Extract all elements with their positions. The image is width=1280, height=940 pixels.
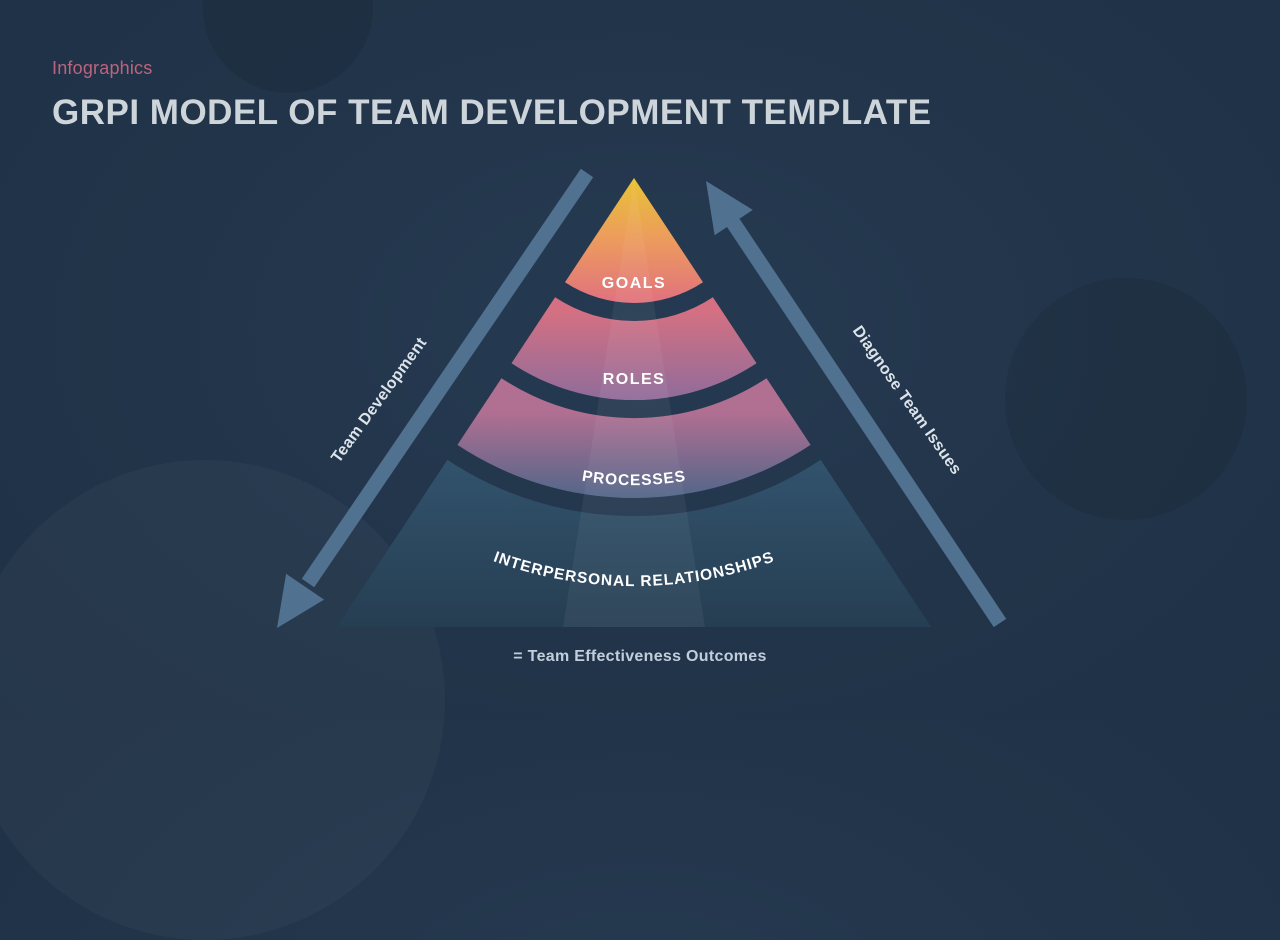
slide-canvas: { "slide": { "eyebrow": "Infographics", … (0, 0, 1280, 720)
arrow-left-head-icon (277, 573, 325, 628)
arrow-left-shaft (301, 168, 594, 588)
arrow-left (277, 168, 594, 628)
arrow-right-head-icon (706, 181, 753, 236)
page-title: GRPI MODEL OF TEAM DEVELOPMENT TEMPLATE (52, 93, 932, 132)
segment-interpersonal-relationships (336, 459, 932, 627)
segment-processes (457, 378, 811, 499)
segment-label-goals: GOALS (602, 275, 666, 292)
arrow-left-label: Team Development (328, 334, 430, 466)
segment-goals (565, 178, 703, 303)
segment-label-processes: PROCESSES (581, 468, 686, 489)
eyebrow-label: Infographics (52, 58, 153, 78)
grpi-pyramid-diagram: GOALS ROLES PROCESSES INTERPERSONAL RELA… (277, 168, 1007, 628)
arrow-right (706, 181, 1007, 628)
arrow-right-shaft (721, 210, 1007, 628)
slide-header: Infographics GRPI MODEL OF TEAM DEVELOPM… (52, 58, 932, 133)
segment-label-roles: ROLES (603, 371, 666, 388)
pyramid (336, 178, 932, 627)
svg-text:PROCESSES: PROCESSES (581, 468, 687, 489)
footnote: = Team Effectiveness Outcomes (513, 648, 767, 665)
cone-highlight (563, 178, 705, 627)
segment-roles (511, 297, 757, 401)
arrow-right-label: Diagnose Team Issues (849, 323, 965, 478)
